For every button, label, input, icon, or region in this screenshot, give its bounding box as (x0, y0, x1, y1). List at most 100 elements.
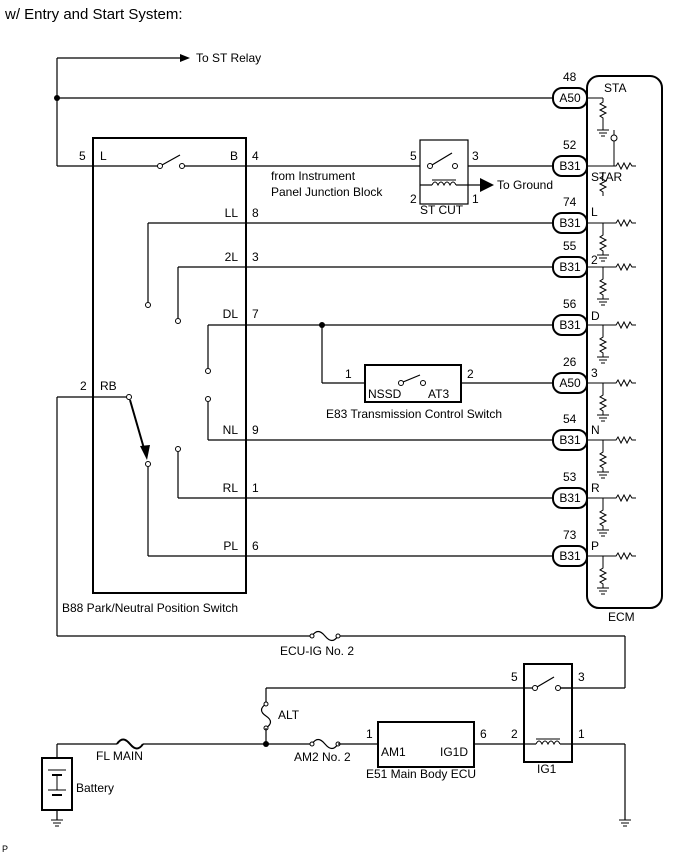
pnp-label-2l: 2L (225, 250, 239, 264)
pnp-label-rb: RB (100, 379, 117, 393)
svg-text:D: D (591, 309, 600, 323)
to-ground-label: To Ground (497, 178, 553, 192)
from-panel-line1: from Instrument (271, 169, 356, 183)
ig1-pin-3: 3 (578, 670, 585, 684)
pnp-label-nl: NL (223, 423, 239, 437)
ecm-pin-26: A50 26 3 (552, 355, 598, 394)
svg-text:R: R (591, 481, 600, 495)
svg-text:P: P (591, 539, 599, 553)
footer-code: P (2, 844, 8, 854)
pnp-label-pl: PL (223, 539, 238, 553)
svg-text:STA: STA (604, 81, 626, 95)
pnp-switch-label: B88 Park/Neutral Position Switch (62, 601, 238, 615)
st-relay-wire (54, 54, 553, 167)
from-panel-line2: Panel Junction Block (271, 185, 383, 199)
svg-text:56: 56 (563, 297, 577, 311)
pnp-pin-1: 1 (252, 481, 259, 495)
svg-text:B31: B31 (559, 318, 581, 332)
pnp-pin-2: 2 (80, 379, 87, 393)
pnp-range-contacts (145, 222, 246, 557)
fuse-am2-label: AM2 No. 2 (294, 750, 351, 764)
ecm-pin-74: B31 74 L (552, 195, 598, 234)
pnp-label-ll: LL (225, 206, 239, 220)
ecm-pin-55: B31 55 2 (552, 239, 598, 278)
pnp-pin-6: 6 (252, 539, 259, 553)
pnp-pin-8: 8 (252, 206, 259, 220)
ig1-pin-2: 2 (511, 727, 518, 741)
pnp-pin-9: 9 (252, 423, 259, 437)
ig1-pin-5: 5 (511, 670, 518, 684)
pnp-rb-wiper (93, 394, 150, 460)
fuse-ecu-ig-label: ECU-IG No. 2 (280, 644, 354, 658)
svg-text:B31: B31 (559, 491, 581, 505)
ecm-pin-73: B31 73 P (552, 528, 599, 567)
svg-text:B31: B31 (559, 260, 581, 274)
body-ecu-ig1d: IG1D (440, 745, 468, 759)
tcs-body (364, 364, 462, 403)
svg-text:73: 73 (563, 528, 577, 542)
to-st-relay-label: To ST Relay (196, 51, 261, 65)
svg-text:N: N (591, 423, 600, 437)
pnp-label-b: B (230, 149, 238, 163)
ecm-pin-48: A50 48 STA (552, 70, 626, 109)
ecm-internal-resistors (587, 97, 637, 595)
wire-alt (260, 687, 500, 747)
pnp-start-switch (93, 154, 246, 169)
svg-text:55: 55 (563, 239, 577, 253)
svg-text:3: 3 (591, 366, 598, 380)
ig1-relay (500, 663, 573, 763)
stcut-pin-5: 5 (410, 149, 417, 163)
wire-rb-ecu-ig (56, 396, 626, 689)
tcs-label: E83 Transmission Control Switch (326, 407, 502, 421)
pnp-label-rl: RL (223, 481, 239, 495)
pnp-label-dl: DL (223, 307, 239, 321)
svg-text:48: 48 (563, 70, 577, 84)
svg-text:B31: B31 (559, 216, 581, 230)
st-cut-relay (419, 139, 469, 205)
svg-text:A50: A50 (559, 91, 581, 105)
tcs-label-nssd: NSSD (368, 387, 402, 401)
pnp-label-l: L (100, 149, 107, 163)
svg-text:A50: A50 (559, 376, 581, 390)
svg-text:B31: B31 (559, 433, 581, 447)
body-ecu-am1: AM1 (381, 745, 406, 759)
body-ecu-pin-6: 6 (480, 727, 487, 741)
stcut-pin-3: 3 (472, 149, 479, 163)
fuse-fl-main-label: FL MAIN (96, 749, 143, 763)
body-ecu-pin-1: 1 (366, 727, 373, 741)
stcut-pin-1: 1 (472, 192, 479, 206)
body-ecu-box (377, 721, 475, 768)
tcs-label-at3: AT3 (428, 387, 449, 401)
pnp-pin-3: 3 (252, 250, 259, 264)
fuse-alt-label: ALT (278, 708, 300, 722)
svg-text:STAR: STAR (591, 170, 622, 184)
svg-text:54: 54 (563, 412, 577, 426)
fuse-ecu-ig (309, 630, 341, 642)
svg-text:26: 26 (563, 355, 577, 369)
ecm-pin-56: B31 56 D (552, 297, 600, 336)
to-ground-arrow (468, 178, 494, 192)
wire-battery-main (57, 738, 632, 827)
svg-text:B31: B31 (559, 549, 581, 563)
stcut-pin-2: 2 (410, 192, 417, 206)
svg-text:74: 74 (563, 195, 577, 209)
svg-text:52: 52 (563, 138, 577, 152)
pnp-pin-5: 5 (79, 149, 86, 163)
diagram-title: w/ Entry and Start System: (4, 6, 183, 23)
battery-label: Battery (76, 781, 114, 795)
pnp-pin-7: 7 (252, 307, 259, 321)
battery-symbol (41, 744, 73, 827)
stcut-label: ST CUT (420, 203, 464, 217)
ecm-label: ECM (608, 610, 635, 624)
svg-text:L: L (591, 205, 598, 219)
pnp-pin-4: 4 (252, 149, 259, 163)
svg-text:53: 53 (563, 470, 577, 484)
ecm-body (586, 75, 663, 609)
ig1-pin-1: 1 (578, 727, 585, 741)
body-ecu-label: E51 Main Body ECU (366, 767, 476, 781)
tcs-pin-2: 2 (467, 367, 474, 381)
svg-text:2: 2 (591, 253, 598, 267)
pnp-switch-body (92, 137, 247, 594)
svg-text:B31: B31 (559, 159, 581, 173)
